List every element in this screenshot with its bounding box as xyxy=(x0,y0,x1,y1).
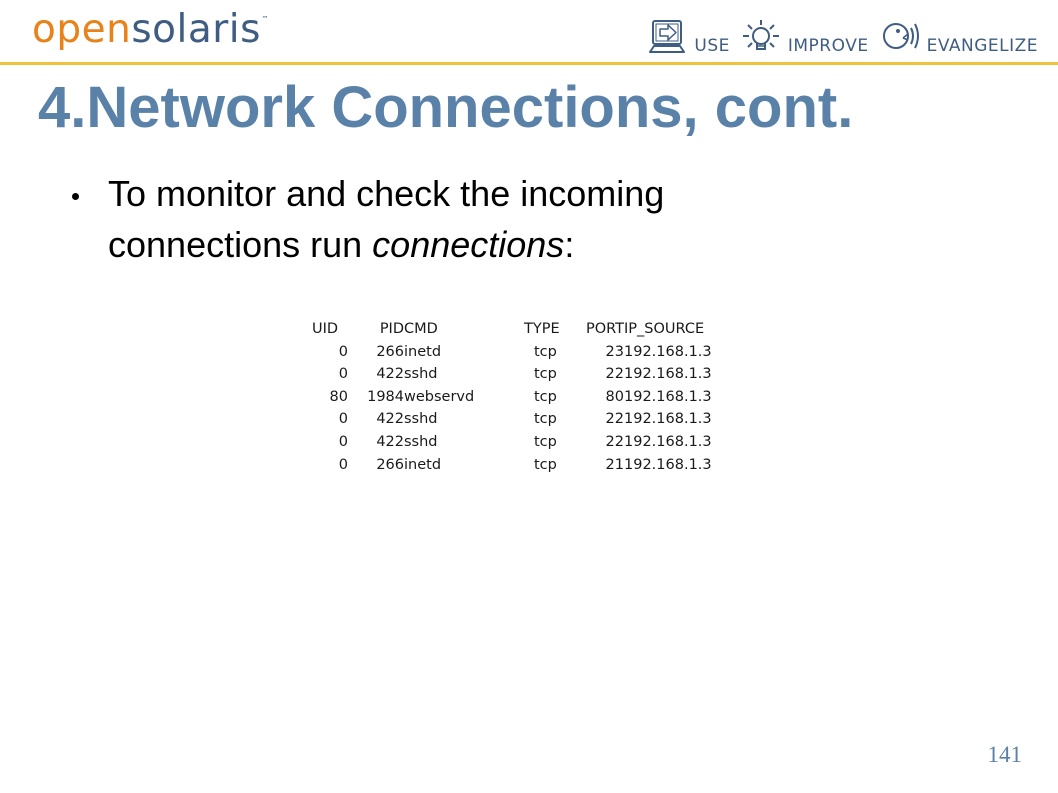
header-ip-source: IP_SOURCE xyxy=(624,321,705,337)
table-row: 0 422 sshd tcp 22 192.168.1.3 xyxy=(308,363,734,386)
header-nav: USE IMPROVE xyxy=(636,18,1038,58)
cell-pid: 1984 xyxy=(367,388,404,405)
table-header-row: UID PID CMD TYPE PORT IP_SOURCE xyxy=(308,318,734,341)
cell-cmd: sshd xyxy=(404,411,438,428)
bullet-dot xyxy=(72,193,79,200)
cell-cmd: sshd xyxy=(404,366,438,383)
bullet-text-main: To monitor and check the incoming connec… xyxy=(108,173,665,265)
nav-item-improve: IMPROVE xyxy=(740,18,869,58)
header-type: TYPE xyxy=(524,321,560,337)
cell-pid: 422 xyxy=(376,433,404,450)
logo-text-solaris: solaris xyxy=(131,7,261,52)
logo-text-open: open xyxy=(32,7,132,52)
cell-pid: 266 xyxy=(376,456,404,473)
cell-uid: 0 xyxy=(338,366,348,383)
cell-uid: 0 xyxy=(338,343,348,360)
header-pid: PID xyxy=(379,321,404,337)
bullet-text-command: connections xyxy=(372,224,565,265)
header-divider xyxy=(0,62,1058,65)
cell-type: tcp xyxy=(534,343,557,360)
cell-uid: 0 xyxy=(338,411,348,428)
cell-type: tcp xyxy=(534,456,557,473)
header-uid: UID xyxy=(312,321,339,337)
cell-port: 23 xyxy=(605,343,624,360)
table-row: 0 422 sshd tcp 22 192.168.1.3 xyxy=(308,431,734,454)
bullet-text-colon: : xyxy=(564,224,575,265)
cell-ip-source: 192.168.1.3 xyxy=(624,388,712,405)
cell-cmd: sshd xyxy=(404,433,438,450)
cell-uid: 80 xyxy=(329,388,348,405)
cell-pid: 422 xyxy=(376,366,404,383)
cell-ip-source: 192.168.1.3 xyxy=(624,366,712,383)
nav-label-evangelize: EVANGELIZE xyxy=(926,36,1038,56)
nav-item-use: USE xyxy=(646,18,729,58)
speaking-head-icon xyxy=(882,23,919,49)
cell-port: 21 xyxy=(605,456,624,473)
cell-type: tcp xyxy=(534,433,557,450)
nav-label-use: USE xyxy=(694,36,730,56)
cell-cmd: inetd xyxy=(404,343,442,360)
bullet-text: To monitor and check the incoming connec… xyxy=(108,168,828,270)
cell-ip-source: 192.168.1.3 xyxy=(624,456,712,473)
cell-uid: 0 xyxy=(338,456,348,473)
cell-pid: 422 xyxy=(376,411,404,428)
connections-output-table: UID PID CMD TYPE PORT IP_SOURCE 0 266 in… xyxy=(308,318,734,476)
slide-title: 4.Network Connections, cont. xyxy=(38,75,854,140)
nav-item-evangelize: EVANGELIZE xyxy=(879,18,1038,58)
cell-cmd: inetd xyxy=(404,456,442,473)
table-row: 80 1984 webservd tcp 80 192.168.1.3 xyxy=(308,386,734,409)
cell-port: 80 xyxy=(605,388,624,405)
nav-label-improve: IMPROVE xyxy=(787,36,869,56)
header-port: PORT xyxy=(585,321,624,337)
cell-uid: 0 xyxy=(338,433,348,450)
cell-type: tcp xyxy=(534,366,557,383)
cell-ip-source: 192.168.1.3 xyxy=(624,343,712,360)
logo-trademark: ™ xyxy=(261,15,269,23)
table-row: 0 266 inetd tcp 23 192.168.1.3 xyxy=(308,341,734,364)
cell-port: 22 xyxy=(605,433,624,450)
header-cmd: CMD xyxy=(404,321,438,337)
cell-type: tcp xyxy=(534,388,557,405)
cell-port: 22 xyxy=(605,366,624,383)
lightbulb-icon xyxy=(742,20,779,50)
cell-ip-source: 192.168.1.3 xyxy=(624,411,712,428)
cell-type: tcp xyxy=(534,411,557,428)
cell-port: 22 xyxy=(605,411,624,428)
table-row: 0 422 sshd tcp 22 192.168.1.3 xyxy=(308,408,734,431)
cell-pid: 266 xyxy=(376,343,404,360)
cell-ip-source: 192.168.1.3 xyxy=(624,433,712,450)
page-number: 141 xyxy=(987,742,1023,767)
monitor-arrow-icon xyxy=(649,20,686,53)
cell-cmd: webservd xyxy=(404,388,475,405)
table-row: 0 266 inetd tcp 21 192.168.1.3 xyxy=(308,454,734,477)
